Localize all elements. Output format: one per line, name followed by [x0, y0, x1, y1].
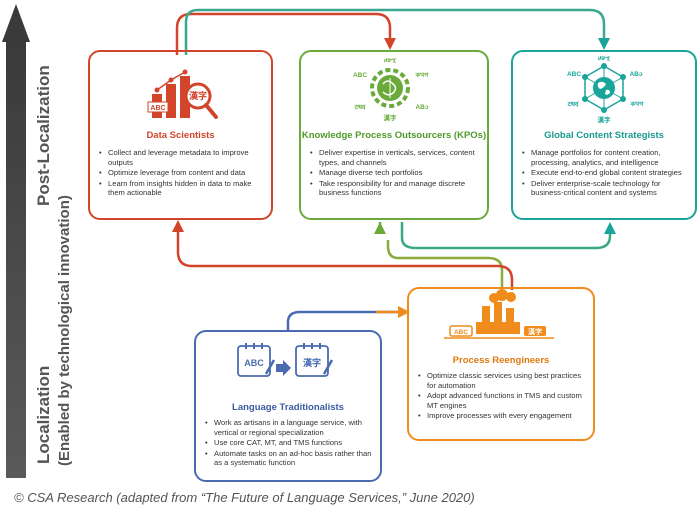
- connector-ds-to-gcs: [184, 8, 606, 55]
- arrowhead-ds-gcs: [598, 38, 610, 50]
- axis-side-label: (Enabled by technological innovation): [56, 195, 73, 466]
- arrowhead-kpo-up: [374, 222, 386, 234]
- arrowhead-ds-up: [172, 220, 184, 232]
- card-title: Language Traditionalists: [232, 402, 344, 413]
- connector-trad-to-process: [286, 310, 400, 330]
- svg-text:ABɔ: ABɔ: [415, 104, 428, 111]
- svg-text:ABC: ABC: [454, 329, 468, 336]
- card-title: Global Content Strategists: [544, 130, 664, 141]
- bullet-item: Execute end-to-end global content strate…: [522, 168, 689, 178]
- svg-text:ሀሁሂ: ሀሁሂ: [384, 57, 396, 64]
- connector-kpo-gcs-lower: [378, 222, 612, 250]
- bullet-list: Collect and leverage metadata to improve…: [94, 148, 263, 199]
- card-process-reengineers: Process Reengineers Optimize classic ser…: [407, 287, 595, 441]
- bullet-item: Take responsibility for and manage discr…: [310, 179, 479, 198]
- factory-icon: ABC 漢字: [444, 289, 554, 339]
- axis-bottom-label: Localization: [34, 365, 53, 464]
- card-global-content-strategists: Global Content Strategists Manage portfo…: [511, 50, 697, 220]
- bullet-item: Improve processes with every engagement: [418, 411, 587, 421]
- bullet-list: Manage portfolios for content creation, …: [517, 148, 689, 199]
- svg-text:漢字: 漢字: [189, 90, 207, 101]
- bullet-item: Manage portfolios for content creation, …: [522, 148, 689, 167]
- axis-arrow: [2, 4, 30, 478]
- svg-text:কখগ: কখগ: [629, 100, 644, 108]
- svg-text:ሀሁሂ: ሀሁሂ: [598, 55, 610, 62]
- card-data-scientists: Data Scientists Collect and leverage met…: [88, 50, 273, 220]
- card-kpos: Knowledge Process Outsourcers (KPOs) Del…: [299, 50, 489, 220]
- bullet-list: Deliver expertise in verticals, services…: [305, 148, 479, 199]
- globe-network-icon: ሀሁሂ ABC ABɔ टथद কখগ 漢字: [567, 55, 645, 124]
- bullet-item: Deliver enterprise-scale technology for …: [522, 179, 689, 198]
- card-language-traditionalists: Language Traditionalists Work as artisan…: [194, 330, 382, 482]
- bullet-item: Collect and leverage metadata to improve…: [99, 148, 263, 167]
- svg-text:टथद: टथद: [567, 101, 579, 108]
- bullet-item: Automate tasks on an ad-hoc basis rather…: [205, 449, 374, 468]
- data-scientist-icon: ABC 漢字: [147, 69, 218, 119]
- connector-process-to-ds: [176, 230, 514, 290]
- arrowhead-gcs-up: [604, 222, 616, 234]
- card-title: Process Reengineers: [452, 355, 550, 366]
- bullet-item: Manage diverse tech portfolios: [310, 168, 479, 178]
- bullet-list: Optimize classic services using best pra…: [413, 371, 587, 422]
- bullet-item: Optimize leverage from content and data: [99, 168, 263, 178]
- bullet-item: Adopt advanced functions in TMS and cust…: [418, 391, 587, 410]
- bullet-item: Work as artisans in a language service, …: [205, 418, 374, 437]
- bullet-item: Learn from insights hidden in data to ma…: [99, 179, 263, 198]
- svg-text:ABC: ABC: [353, 72, 367, 79]
- axis-top-label: Post-Localization: [34, 65, 53, 206]
- svg-text:漢字: 漢字: [598, 115, 612, 124]
- svg-text:漢字: 漢字: [528, 327, 542, 336]
- bullet-item: Use core CAT, MT, and TMS functions: [205, 438, 374, 448]
- kpo-brain-icon: ሀሁሂ ABC কখগ टथद ABɔ 漢字: [353, 57, 429, 122]
- bullet-list: Work as artisans in a language service, …: [200, 418, 374, 469]
- arrowhead-process: [398, 306, 410, 318]
- svg-text:ABC: ABC: [567, 71, 581, 78]
- connector-ds-to-kpo: [175, 12, 392, 55]
- card-title: Knowledge Process Outsourcers (KPOs): [301, 130, 487, 141]
- svg-text:漢字: 漢字: [303, 357, 321, 368]
- svg-text:ABC: ABC: [244, 358, 264, 368]
- svg-text:漢字: 漢字: [384, 113, 398, 122]
- svg-text:ABC: ABC: [150, 105, 165, 112]
- svg-text:কখগ: কখগ: [414, 71, 429, 79]
- arrowhead-ds-kpo: [384, 38, 396, 50]
- svg-text:टथद: टथद: [354, 104, 366, 111]
- bullet-item: Deliver expertise in verticals, services…: [310, 148, 479, 167]
- source-caption: © CSA Research (adapted from “The Future…: [14, 490, 475, 505]
- card-title: Data Scientists: [146, 130, 215, 141]
- bullet-item: Optimize classic services using best pra…: [418, 371, 587, 390]
- svg-text:ABɔ: ABɔ: [629, 71, 642, 78]
- notebook-translate-icon: ABC 漢字: [237, 343, 334, 377]
